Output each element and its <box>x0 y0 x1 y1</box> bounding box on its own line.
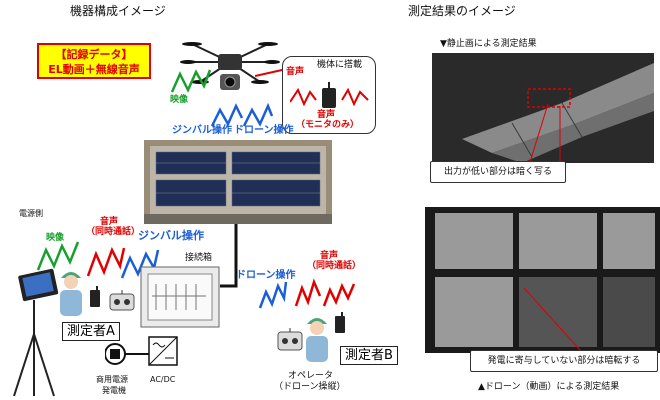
solar-array-photo <box>144 140 332 224</box>
drone-op-label-top: ドローン操作 <box>234 125 294 136</box>
gimbal-wave-a <box>120 249 160 279</box>
drone-icon <box>180 42 280 90</box>
audio-wave-a <box>86 246 126 277</box>
video-result-caption: ▲ドローン（動画）による測定結果 <box>478 382 620 392</box>
low-output-note: 出力が低い部分は暗く写る <box>430 161 566 183</box>
no-power-note: 発電に寄与していない部分は暗転する <box>470 350 658 372</box>
audio-wave-b <box>294 278 322 307</box>
record-data-box: 【記録データ】 EL動画＋無線音声 <box>37 43 151 79</box>
video-wave-top <box>170 69 212 93</box>
video-label-a: 映像 <box>46 233 65 243</box>
audio-label-b: 音声 <box>320 251 339 261</box>
record-data-content: EL動画＋無線音声 <box>48 63 140 76</box>
left-section-title: 機器構成イメージ <box>70 4 166 18</box>
video-image-result <box>425 207 660 353</box>
no-power-pointer <box>523 287 581 351</box>
low-output-pointer <box>529 103 561 163</box>
audio-label-a: 音声 <box>100 217 119 227</box>
simultaneous-call-label-b: （同時通話） <box>307 261 362 271</box>
control-waves-top <box>210 102 274 127</box>
drone-op-label-b: ドローン操作 <box>236 270 296 281</box>
gimbal-op-label-top: ジンバル操作 <box>172 125 232 136</box>
tripod-monitor-icon <box>13 268 59 397</box>
generator-label: 発電機 <box>102 386 126 395</box>
still-image-result <box>432 53 654 163</box>
still-image-caption: ▼静止画による測定結果 <box>440 39 537 49</box>
drone-pilot-label: （ドローン操縦） <box>274 382 346 392</box>
commercial-power-label: 商用電源 <box>96 375 128 384</box>
power-side-label: 電源側 <box>19 209 43 218</box>
simultaneous-call-label-a: （同時通話） <box>86 227 141 237</box>
audio-wave-b2 <box>322 282 356 307</box>
controller-a-icon <box>109 290 135 311</box>
junction-box-icon <box>140 266 220 328</box>
acdc-label: AC/DC <box>150 375 176 384</box>
drone-op-wave-b <box>258 281 288 309</box>
measurer-b-tag: 測定者B <box>340 346 398 365</box>
radio-b-icon <box>335 312 345 333</box>
measurer-a-avatar <box>60 272 82 316</box>
monitor-audio-label: 音声 <box>317 110 336 120</box>
video-wave-a <box>36 241 80 271</box>
record-data-heading: 【記録データ】 <box>55 48 133 61</box>
mounted-label: 機体に搭載 <box>317 60 363 70</box>
drone-audio-label: 音声 <box>286 67 305 77</box>
gimbal-op-label-a: ジンバル操作 <box>138 229 204 242</box>
cable-line <box>220 224 238 288</box>
power-wiring <box>105 343 149 365</box>
measurer-a-tag: 測定者A <box>62 322 120 341</box>
junction-box-label: 接続箱 <box>185 253 213 263</box>
controller-b-icon <box>277 328 303 351</box>
monitor-audio-wave <box>290 82 369 108</box>
right-section-title: 測定結果のイメージ <box>408 4 516 18</box>
measurer-b-avatar <box>306 318 328 362</box>
monitor-only-label: （モニタのみ） <box>296 120 360 130</box>
video-label-top: 映像 <box>170 95 189 105</box>
acdc-converter-icon <box>148 336 178 366</box>
operator-label: オペレータ <box>288 371 334 381</box>
radio-a-icon <box>90 286 100 307</box>
